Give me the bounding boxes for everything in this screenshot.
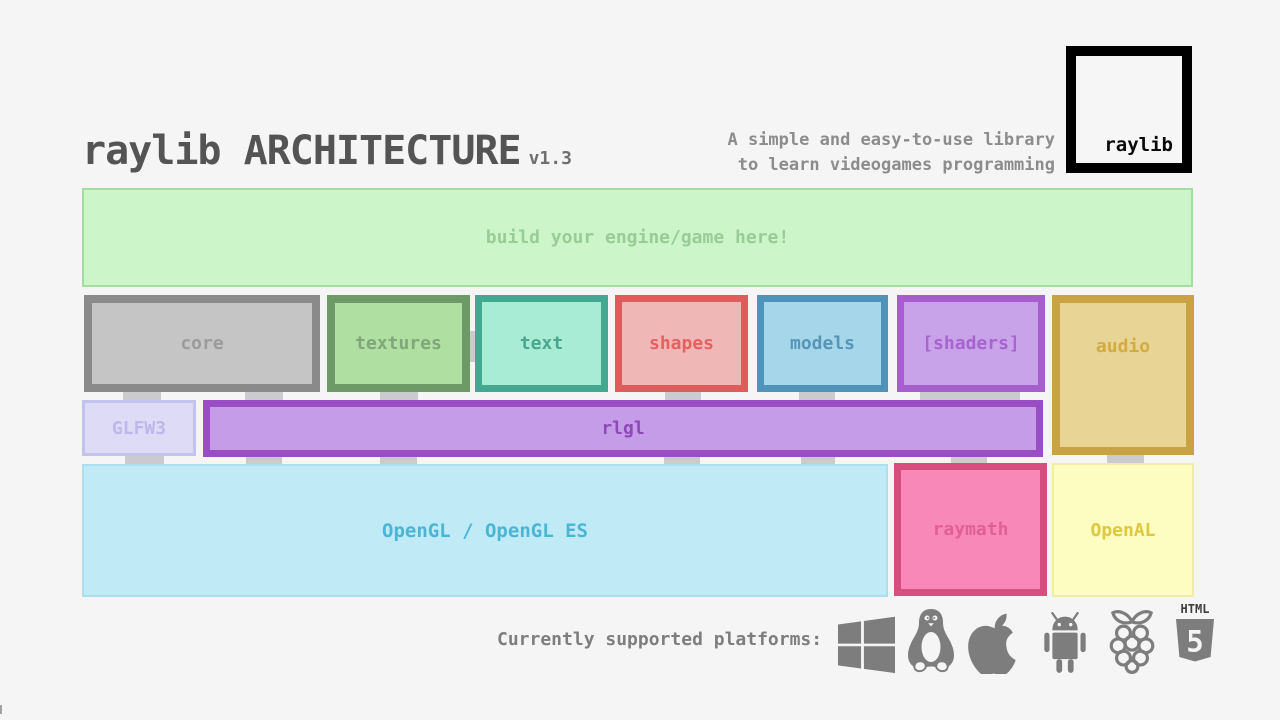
layer-glfw3: GLFW3	[82, 400, 196, 456]
engine-game-label: build your engine/game here!	[485, 227, 790, 248]
windows-icon	[838, 616, 895, 674]
html5-badge-text: HTML	[1181, 604, 1210, 616]
module-core: core	[84, 295, 320, 392]
layer-opengl: OpenGL / OpenGL ES	[82, 464, 888, 597]
layer-raymath: raymath	[894, 463, 1047, 596]
tagline-line-2: to learn videogames programming	[737, 155, 1055, 175]
connector-rlgl-opengl-1	[246, 456, 282, 465]
layer-raymath-label: raymath	[932, 519, 1009, 540]
module-audio: audio	[1052, 295, 1194, 455]
module-models: models	[757, 295, 888, 392]
platforms-label: Currently supported platforms:	[497, 629, 823, 650]
connector-shaders-rlgl	[920, 392, 1020, 401]
module-shapes: shapes	[615, 295, 748, 392]
module-textures-label: textures	[355, 333, 442, 354]
connector-core-rlgl	[245, 392, 283, 401]
layer-opengl-label: OpenGL / OpenGL ES	[382, 519, 588, 542]
android-icon	[1044, 612, 1086, 673]
module-shaders-label: [shaders]	[922, 333, 1020, 354]
platform-icons-row: HTML 5	[838, 604, 1220, 674]
module-text: text	[475, 295, 608, 392]
layer-openal-label: OpenAL	[1090, 519, 1156, 541]
module-text-label: text	[519, 333, 564, 354]
connector-rlgl-raymath	[951, 456, 987, 465]
tagline-line-1: A simple and easy-to-use library	[727, 130, 1055, 150]
apple-icon	[968, 613, 1016, 674]
connector-models-rlgl	[799, 392, 835, 401]
module-audio-label: audio	[1095, 336, 1151, 357]
html5-icon: HTML 5	[1176, 604, 1214, 662]
html5-number: 5	[1186, 625, 1203, 659]
module-textures: textures	[327, 295, 470, 392]
title-text: raylib ARCHITECTURE	[82, 128, 522, 174]
connector-textures-text	[468, 331, 478, 362]
connector-rlgl-opengl-4	[801, 456, 835, 465]
module-shapes-label: shapes	[648, 333, 715, 354]
engine-game-box: build your engine/game here!	[82, 188, 1193, 287]
screen-artifact	[0, 705, 2, 714]
tagline: A simple and easy-to-use library to lear…	[727, 128, 1055, 178]
raylib-logo: raylib	[1066, 46, 1192, 173]
connector-audio-openal	[1107, 453, 1144, 464]
layer-rlgl-label: rlgl	[601, 418, 645, 439]
version-label: v1.3	[528, 148, 572, 169]
linux-icon	[908, 609, 954, 673]
raylib-logo-text: raylib	[1104, 134, 1173, 156]
connector-textures-rlgl	[380, 392, 418, 401]
connector-core-glfw3	[123, 392, 161, 401]
layer-rlgl: rlgl	[203, 400, 1043, 457]
module-shaders: [shaders]	[897, 295, 1045, 392]
connector-rlgl-opengl-2	[380, 456, 417, 465]
module-models-label: models	[789, 333, 856, 354]
connector-rlgl-opengl-3	[664, 456, 700, 465]
module-core-label: core	[180, 333, 224, 354]
raspberry-pi-icon	[1109, 610, 1155, 674]
connector-shapes-rlgl	[665, 392, 701, 401]
page-title: raylib ARCHITECTURE v1.3	[82, 128, 572, 174]
connector-glfw3-opengl	[125, 455, 164, 465]
layer-glfw3-label: GLFW3	[111, 417, 167, 439]
layer-openal: OpenAL	[1052, 463, 1194, 597]
